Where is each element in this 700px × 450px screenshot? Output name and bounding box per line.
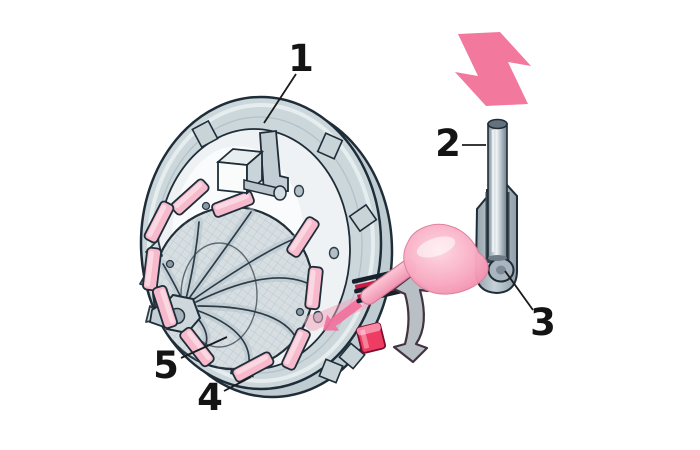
part-labels: 1 2 3 4 5 <box>153 37 556 419</box>
leader-lines <box>180 73 534 392</box>
cam-highlight <box>416 236 456 258</box>
part-label-4: 4 <box>197 376 223 419</box>
adjustment-pin-cap <box>273 185 287 201</box>
guide-vane <box>281 327 311 371</box>
direction-arrow-icon <box>322 299 363 331</box>
rod-top-cap <box>487 118 508 130</box>
part-label-1: 1 <box>288 37 314 80</box>
guide-vane <box>142 246 162 292</box>
leader-line-1 <box>263 73 297 124</box>
block-front-face <box>217 161 248 194</box>
actuator-rod <box>487 123 508 259</box>
stop-block <box>355 322 387 354</box>
guide-vane <box>286 216 320 258</box>
guide-vane-ring <box>142 178 324 383</box>
part-label-5: 5 <box>153 344 179 387</box>
cam-body <box>403 223 489 295</box>
guide-vane <box>151 285 179 329</box>
ring-tab <box>318 358 344 384</box>
guide-vane <box>143 200 175 244</box>
ring-tab <box>348 203 378 233</box>
guide-vane <box>170 178 210 216</box>
vane-pivot-pins <box>165 201 305 317</box>
vane-adjustment-block <box>215 129 289 201</box>
rod-bottom-shadow <box>488 255 507 261</box>
part-label-2: 2 <box>435 122 461 165</box>
reciprocating-arrow-icon <box>455 32 531 106</box>
turbine-wheel <box>139 205 317 371</box>
ring-tab <box>316 132 344 160</box>
rotation-arrow-icon <box>392 274 430 364</box>
ring-rim-highlight <box>147 103 375 383</box>
fork-boss-center <box>496 265 506 275</box>
leader-line-4 <box>223 376 252 392</box>
guide-vane <box>304 265 324 311</box>
ring-tab <box>191 119 219 149</box>
part-label-3: 3 <box>530 301 556 344</box>
guide-vane <box>179 326 215 368</box>
ring-tab <box>338 342 366 370</box>
ghost-lever-shaft <box>304 294 370 331</box>
wheel-cone-contour <box>180 242 258 348</box>
leader-line-5 <box>180 336 228 359</box>
cam-lever <box>360 223 489 305</box>
actuator-rod-assembly <box>474 118 519 295</box>
guide-vane <box>211 190 255 218</box>
guide-vane-labeled-4 <box>231 351 275 383</box>
leader-line-3 <box>504 270 534 311</box>
